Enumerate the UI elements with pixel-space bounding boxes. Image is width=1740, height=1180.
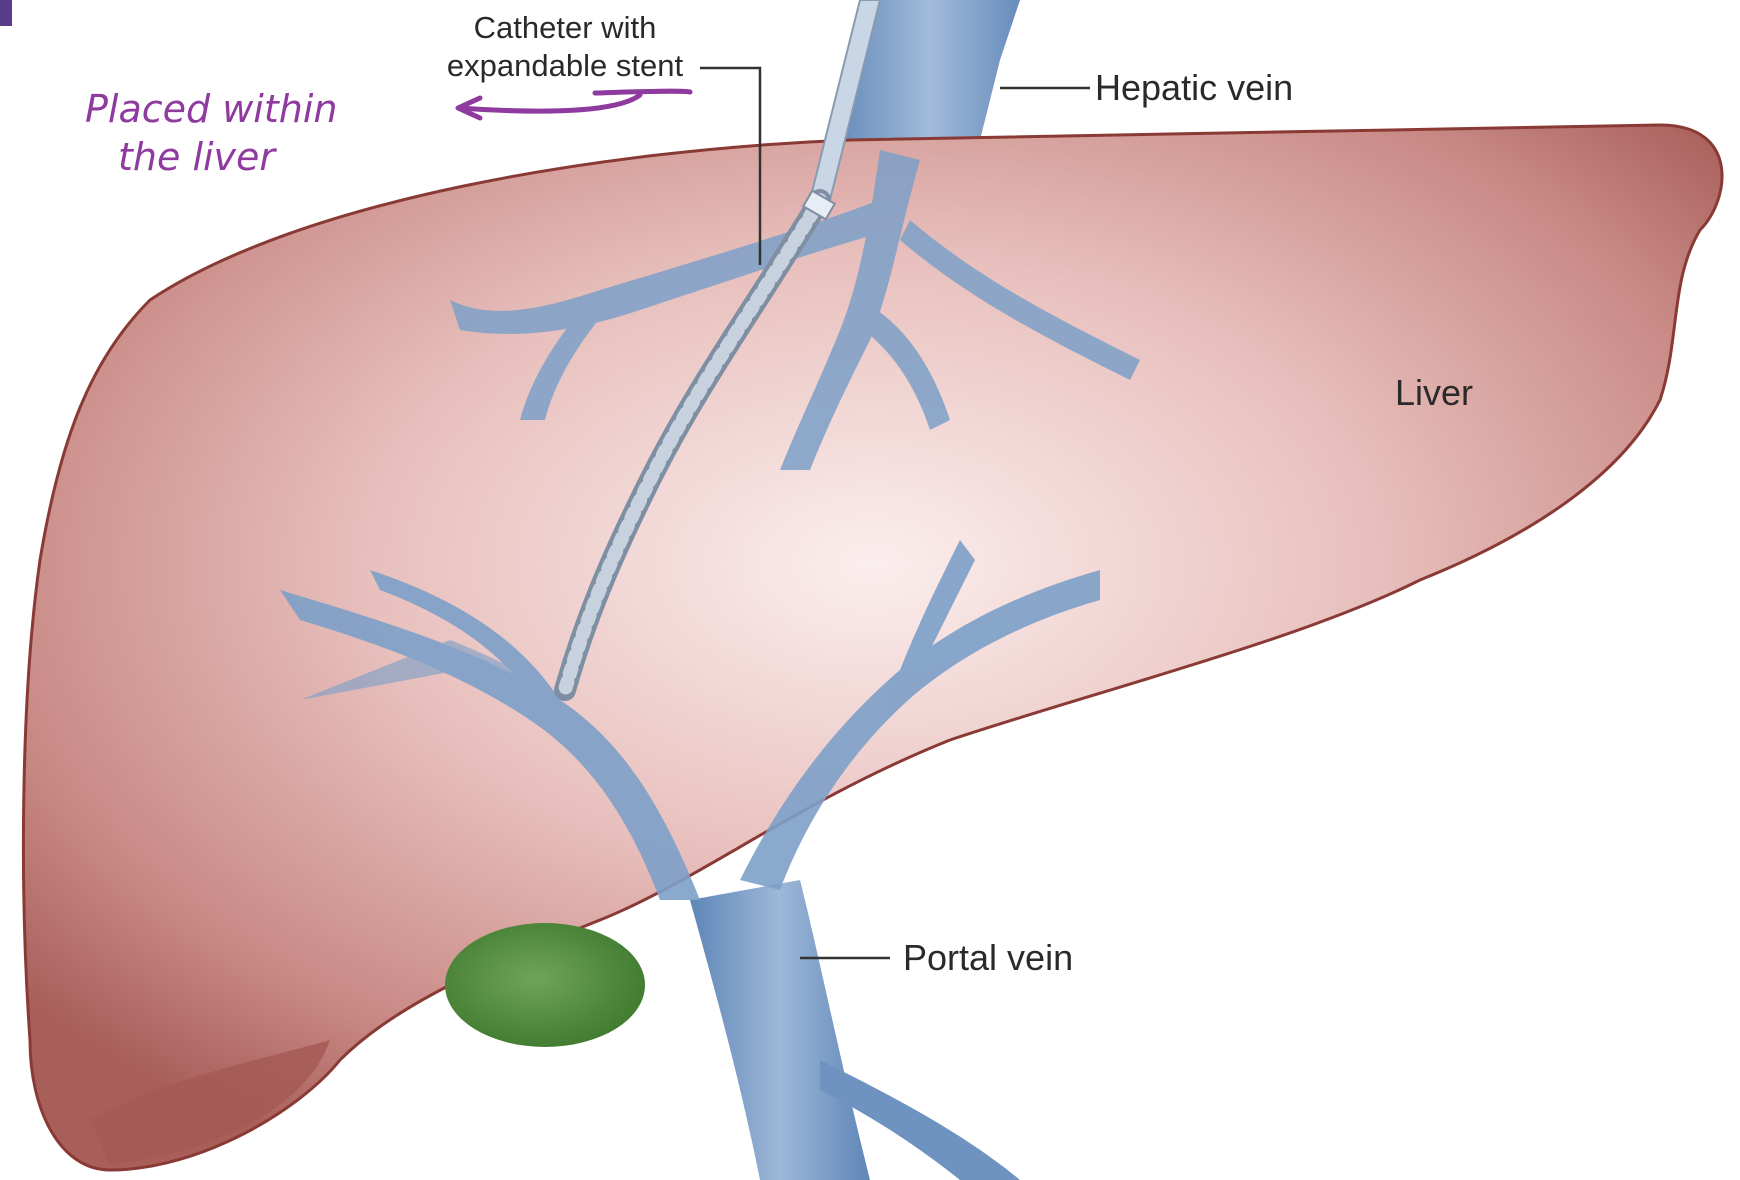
hepatic-vein-label: Hepatic vein (1095, 67, 1293, 108)
liver-lower-fold (90, 1040, 330, 1165)
hepatic-vein-branches (450, 150, 1140, 470)
catheter-label-line2: expandable stent (447, 48, 684, 83)
liver-body (21, 123, 1724, 1172)
leader-lines (700, 66, 1090, 960)
gallbladder (445, 923, 645, 1047)
portal-vein-label: Portal vein (903, 937, 1073, 978)
portal-vein-branch-lower (820, 1060, 1020, 1180)
portal-vein-trunk (690, 880, 870, 1180)
liver-label: Liver (1395, 372, 1473, 413)
catheter-leader (700, 66, 762, 265)
catheter-stent (554, 0, 882, 701)
annotation-line2: the liver (118, 135, 277, 179)
annotation-arrow-shaft (457, 92, 643, 114)
annotation-arrowhead (455, 95, 483, 121)
corner-accent (0, 0, 12, 26)
hepatic-vein-trunk (840, 0, 1020, 160)
catheter-label-line1: Catheter with (474, 10, 657, 45)
stent-underline (592, 88, 693, 96)
annotation-line1: Placed within (85, 87, 338, 131)
portal-vein-branches (280, 540, 1100, 900)
handwritten-annotation: Placed within the liver (85, 87, 693, 179)
